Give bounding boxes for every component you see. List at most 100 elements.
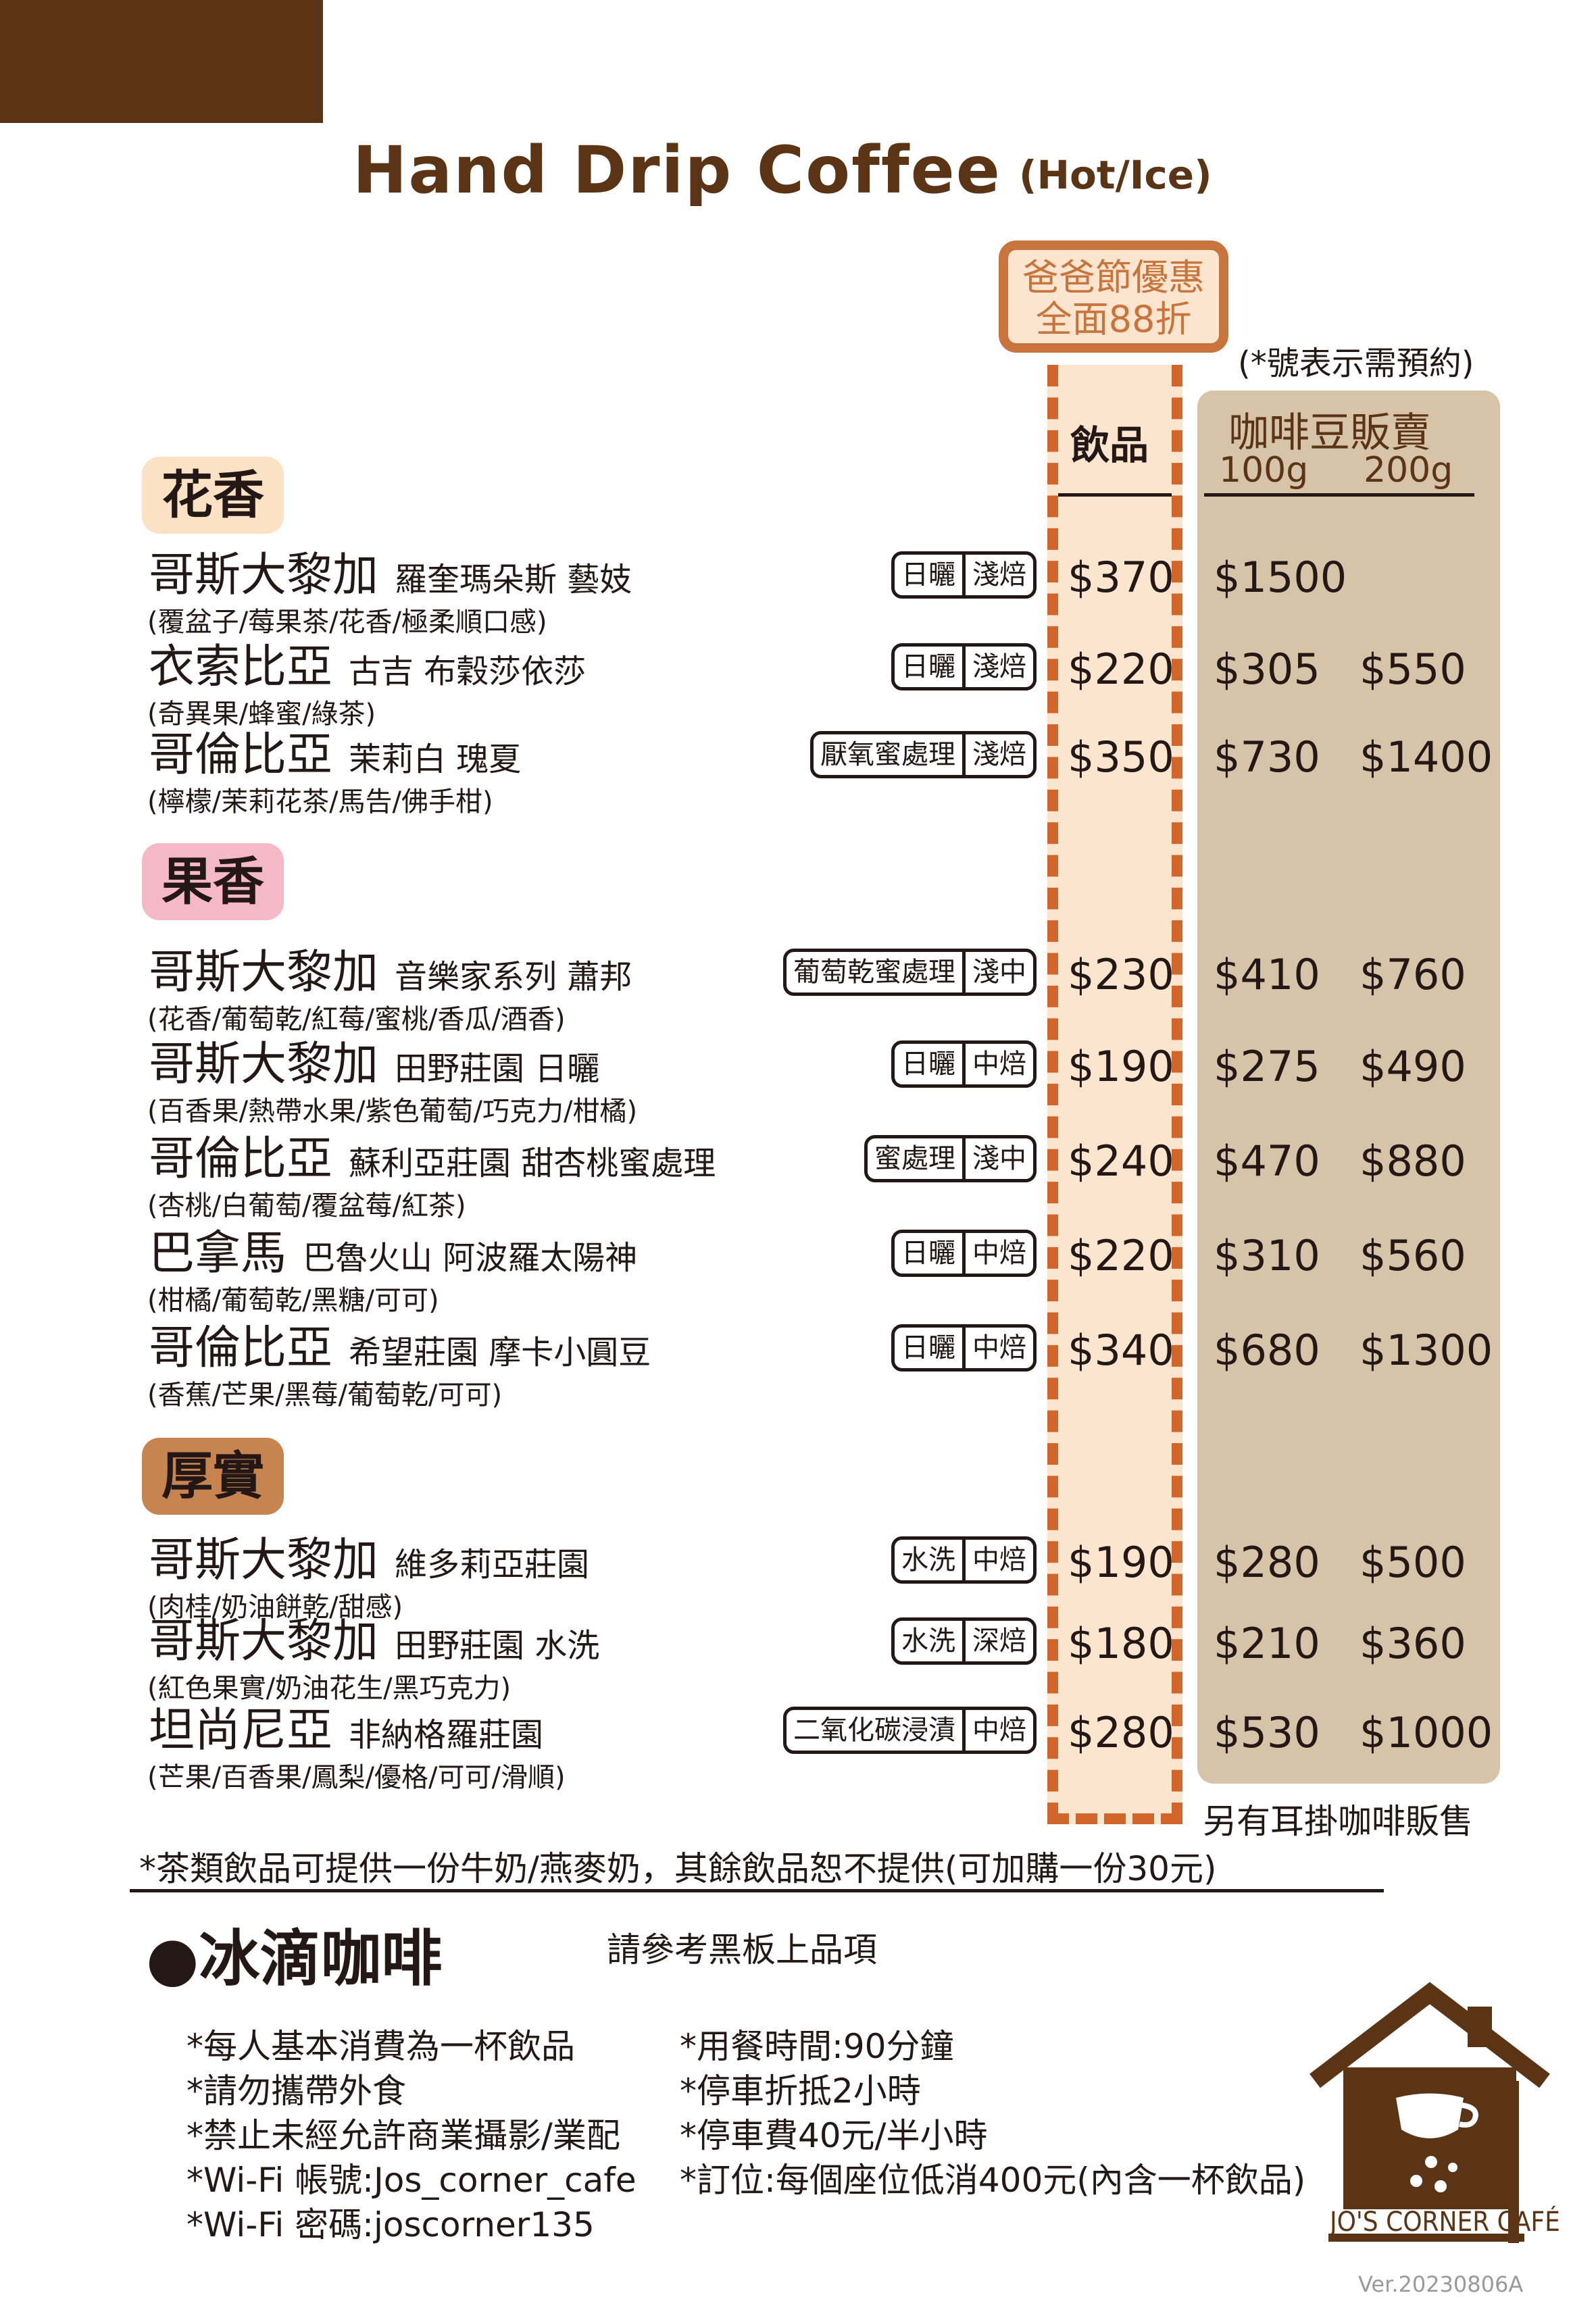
menu-item[interactable]: 哥斯大黎加音樂家系列 蕭邦 (花香/葡萄乾/紅莓/蜜桃/香瓜/酒香) 葡萄乾蜜處… (0, 946, 1596, 1035)
category-badge-fruity: 果香 (142, 843, 284, 920)
item-origin: 坦尚尼亞 (149, 1704, 333, 1757)
rule-line: *禁止未經允許商業攝影/業配 (186, 2116, 620, 2155)
item-origin: 哥斯大黎加 (149, 549, 379, 602)
bean-price-100g: $680 (1214, 1326, 1320, 1375)
process-tag: 水洗 (901, 1544, 955, 1576)
cold-brew-heading: ●冰滴咖啡 (146, 1909, 443, 1997)
bean-price-200g: $880 (1360, 1136, 1466, 1186)
bean-price-200g: $560 (1360, 1231, 1466, 1280)
item-process-tags: 日曬淺焙 (891, 643, 1037, 690)
bean-column-header: 咖啡豆販賣 (1228, 409, 1431, 457)
page-subtitle: (Hot/Ice) (1019, 152, 1212, 198)
drink-price: $240 (1068, 1136, 1174, 1186)
bean-price-200g: $490 (1360, 1042, 1466, 1091)
reserve-note: (*號表示需預約) (1238, 345, 1474, 382)
bean-price-column (1197, 391, 1500, 1784)
roast-tag: 中焙 (962, 1710, 1033, 1751)
house-rules-left: *每人基本消費為一杯飲品 *請勿攜帶外食 *禁止未經允許商業攝影/業配 *Wi-… (186, 2024, 637, 2247)
item-origin: 哥斯大黎加 (149, 1615, 379, 1668)
item-farm: 田野莊園 水洗 (395, 1627, 600, 1665)
promo-line-2: 全面88折 (1035, 298, 1192, 341)
drink-price: $190 (1068, 1538, 1174, 1587)
item-farm: 田野莊園 日曬 (395, 1050, 600, 1088)
roast-tag: 中焙 (962, 1328, 1033, 1368)
item-farm: 希望莊園 摩卡小圓豆 (349, 1334, 651, 1372)
menu-item[interactable]: 衣索比亞古吉 布穀莎依莎 (奇異果/蜂蜜/綠茶) 日曬淺焙 $220 $305 … (0, 640, 1596, 730)
item-origin: 哥斯大黎加 (149, 1534, 379, 1587)
item-farm: 蘇利亞莊園 甜杏桃蜜處理 (349, 1145, 716, 1182)
cold-brew-title: 冰滴咖啡 (199, 1923, 443, 1994)
roast-tag: 淺中 (962, 952, 1033, 992)
bean-price-200g: $500 (1360, 1538, 1466, 1587)
item-flavor-notes: (芒果/百香果/鳳梨/優格/可可/滑順) (147, 1762, 566, 1793)
bean-header-rule (1204, 493, 1474, 497)
weight-200g-header: 200g (1364, 450, 1453, 491)
drink-price: $220 (1068, 1231, 1174, 1280)
process-tag: 二氧化碳浸漬 (793, 1715, 955, 1746)
menu-item[interactable]: 巴拿馬巴魯火山 阿波羅太陽神 (柑橘/葡萄乾/黑糖/可可) 日曬中焙 $220 … (0, 1227, 1596, 1316)
item-flavor-notes: (百香果/熱帶水果/紫色葡萄/巧克力/柑橘) (147, 1096, 638, 1127)
item-farm: 非納格羅莊園 (349, 1716, 544, 1754)
bullet-icon: ● (146, 1923, 199, 1994)
item-farm: 古吉 布穀莎依莎 (349, 653, 587, 690)
rule-line: *停車費40元/半小時 (680, 2116, 988, 2155)
bean-price-100g: $280 (1214, 1538, 1320, 1587)
drink-price: $190 (1068, 1042, 1174, 1091)
bean-price-100g: $530 (1214, 1708, 1320, 1757)
brand-name: JO'S CORNER CAFÉ (1330, 2207, 1560, 2238)
roast-tag: 中焙 (962, 1233, 1033, 1274)
item-origin: 巴拿馬 (149, 1227, 287, 1280)
roast-tag: 淺中 (962, 1138, 1033, 1179)
item-origin: 哥斯大黎加 (149, 946, 379, 999)
rule-line: *用餐時間:90分鐘 (680, 2027, 954, 2066)
item-process-tags: 蜜處理淺中 (864, 1135, 1037, 1182)
process-tag: 日曬 (901, 1049, 955, 1080)
cold-brew-note: 請參考黑板上品項 (607, 1930, 877, 1969)
item-origin: 衣索比亞 (149, 640, 333, 694)
item-process-tags: 日曬中焙 (891, 1324, 1037, 1372)
process-tag: 水洗 (901, 1626, 955, 1657)
process-tag: 葡萄乾蜜處理 (793, 957, 955, 988)
item-process-tags: 二氧化碳浸漬中焙 (783, 1707, 1037, 1754)
drink-price: $340 (1068, 1326, 1174, 1375)
roast-tag: 深焙 (962, 1621, 1033, 1661)
version-label: Ver.20230806A (1358, 2271, 1524, 2297)
process-tag: 蜜處理 (874, 1143, 955, 1174)
menu-item[interactable]: 哥倫比亞希望莊園 摩卡小圓豆 (香蕉/芒果/黑莓/葡萄乾/可可) 日曬中焙 $3… (0, 1322, 1596, 1411)
menu-item[interactable]: 哥斯大黎加維多莉亞莊園 (肉桂/奶油餅乾/甜感) 水洗中焙 $190 $280 … (0, 1534, 1596, 1623)
bean-price-200g: $1400 (1360, 732, 1493, 782)
drink-header-rule (1058, 493, 1172, 497)
drink-price: $180 (1068, 1619, 1174, 1668)
item-flavor-notes: (檸檬/茉莉花茶/馬告/佛手柑) (147, 786, 493, 818)
roast-tag: 中焙 (962, 1044, 1033, 1084)
item-origin: 哥倫比亞 (149, 1322, 333, 1375)
roast-tag: 淺焙 (962, 734, 1033, 775)
item-farm: 巴魯火山 阿波羅太陽神 (303, 1239, 638, 1277)
menu-item[interactable]: 哥倫比亞茉莉白 瑰夏 (檸檬/茉莉花茶/馬告/佛手柑) 厭氧蜜處理淺焙 $350… (0, 728, 1596, 818)
cafe-logo-house-icon (1310, 1982, 1550, 2243)
item-process-tags: 水洗中焙 (891, 1536, 1037, 1584)
category-badge-floral: 花香 (142, 457, 284, 534)
bean-price-100g: $730 (1214, 732, 1320, 782)
item-farm: 羅奎瑪朵斯 藝妓 (395, 561, 632, 599)
process-tag: 日曬 (901, 1238, 955, 1269)
item-flavor-notes: (柑橘/葡萄乾/黑糖/可可) (147, 1285, 439, 1316)
menu-item[interactable]: 哥斯大黎加田野莊園 日曬 (百香果/熱帶水果/紫色葡萄/巧克力/柑橘) 日曬中焙… (0, 1038, 1596, 1127)
item-process-tags: 日曬中焙 (891, 1230, 1037, 1277)
menu-item[interactable]: 坦尚尼亞非納格羅莊園 (芒果/百香果/鳳梨/優格/可可/滑順) 二氧化碳浸漬中焙… (0, 1704, 1596, 1793)
menu-item[interactable]: 哥斯大黎加羅奎瑪朵斯 藝妓 (覆盆子/莓果茶/花香/極柔順口感) 日曬淺焙 $3… (0, 549, 1596, 638)
item-flavor-notes: (紅色果實/奶油花生/黑巧克力) (147, 1673, 512, 1704)
rule-line: *Wi-Fi 密碼:joscorner135 (186, 2205, 595, 2244)
drink-price: $280 (1068, 1708, 1174, 1757)
menu-item[interactable]: 哥倫比亞蘇利亞莊園 甜杏桃蜜處理 (杏桃/白葡萄/覆盆莓/紅茶) 蜜處理淺中 $… (0, 1132, 1596, 1222)
rule-line: *Wi-Fi 帳號:Jos_corner_cafe (186, 2161, 637, 2200)
item-process-tags: 厭氧蜜處理淺焙 (810, 731, 1037, 778)
tea-milk-note: *茶類飲品可提供一份牛奶/燕麥奶，其餘飲品恕不提供(可加購一份30元) (139, 1849, 1217, 1888)
item-process-tags: 日曬淺焙 (891, 551, 1037, 599)
promo-line-1: 爸爸節優惠 (1022, 256, 1205, 299)
menu-item[interactable]: 哥斯大黎加田野莊園 水洗 (紅色果實/奶油花生/黑巧克力) 水洗深焙 $180 … (0, 1615, 1596, 1704)
bean-price-100g: $410 (1214, 950, 1320, 999)
bean-price-100g: $275 (1214, 1042, 1320, 1091)
bean-price-100g: $210 (1214, 1619, 1320, 1668)
item-origin: 哥斯大黎加 (149, 1038, 379, 1091)
